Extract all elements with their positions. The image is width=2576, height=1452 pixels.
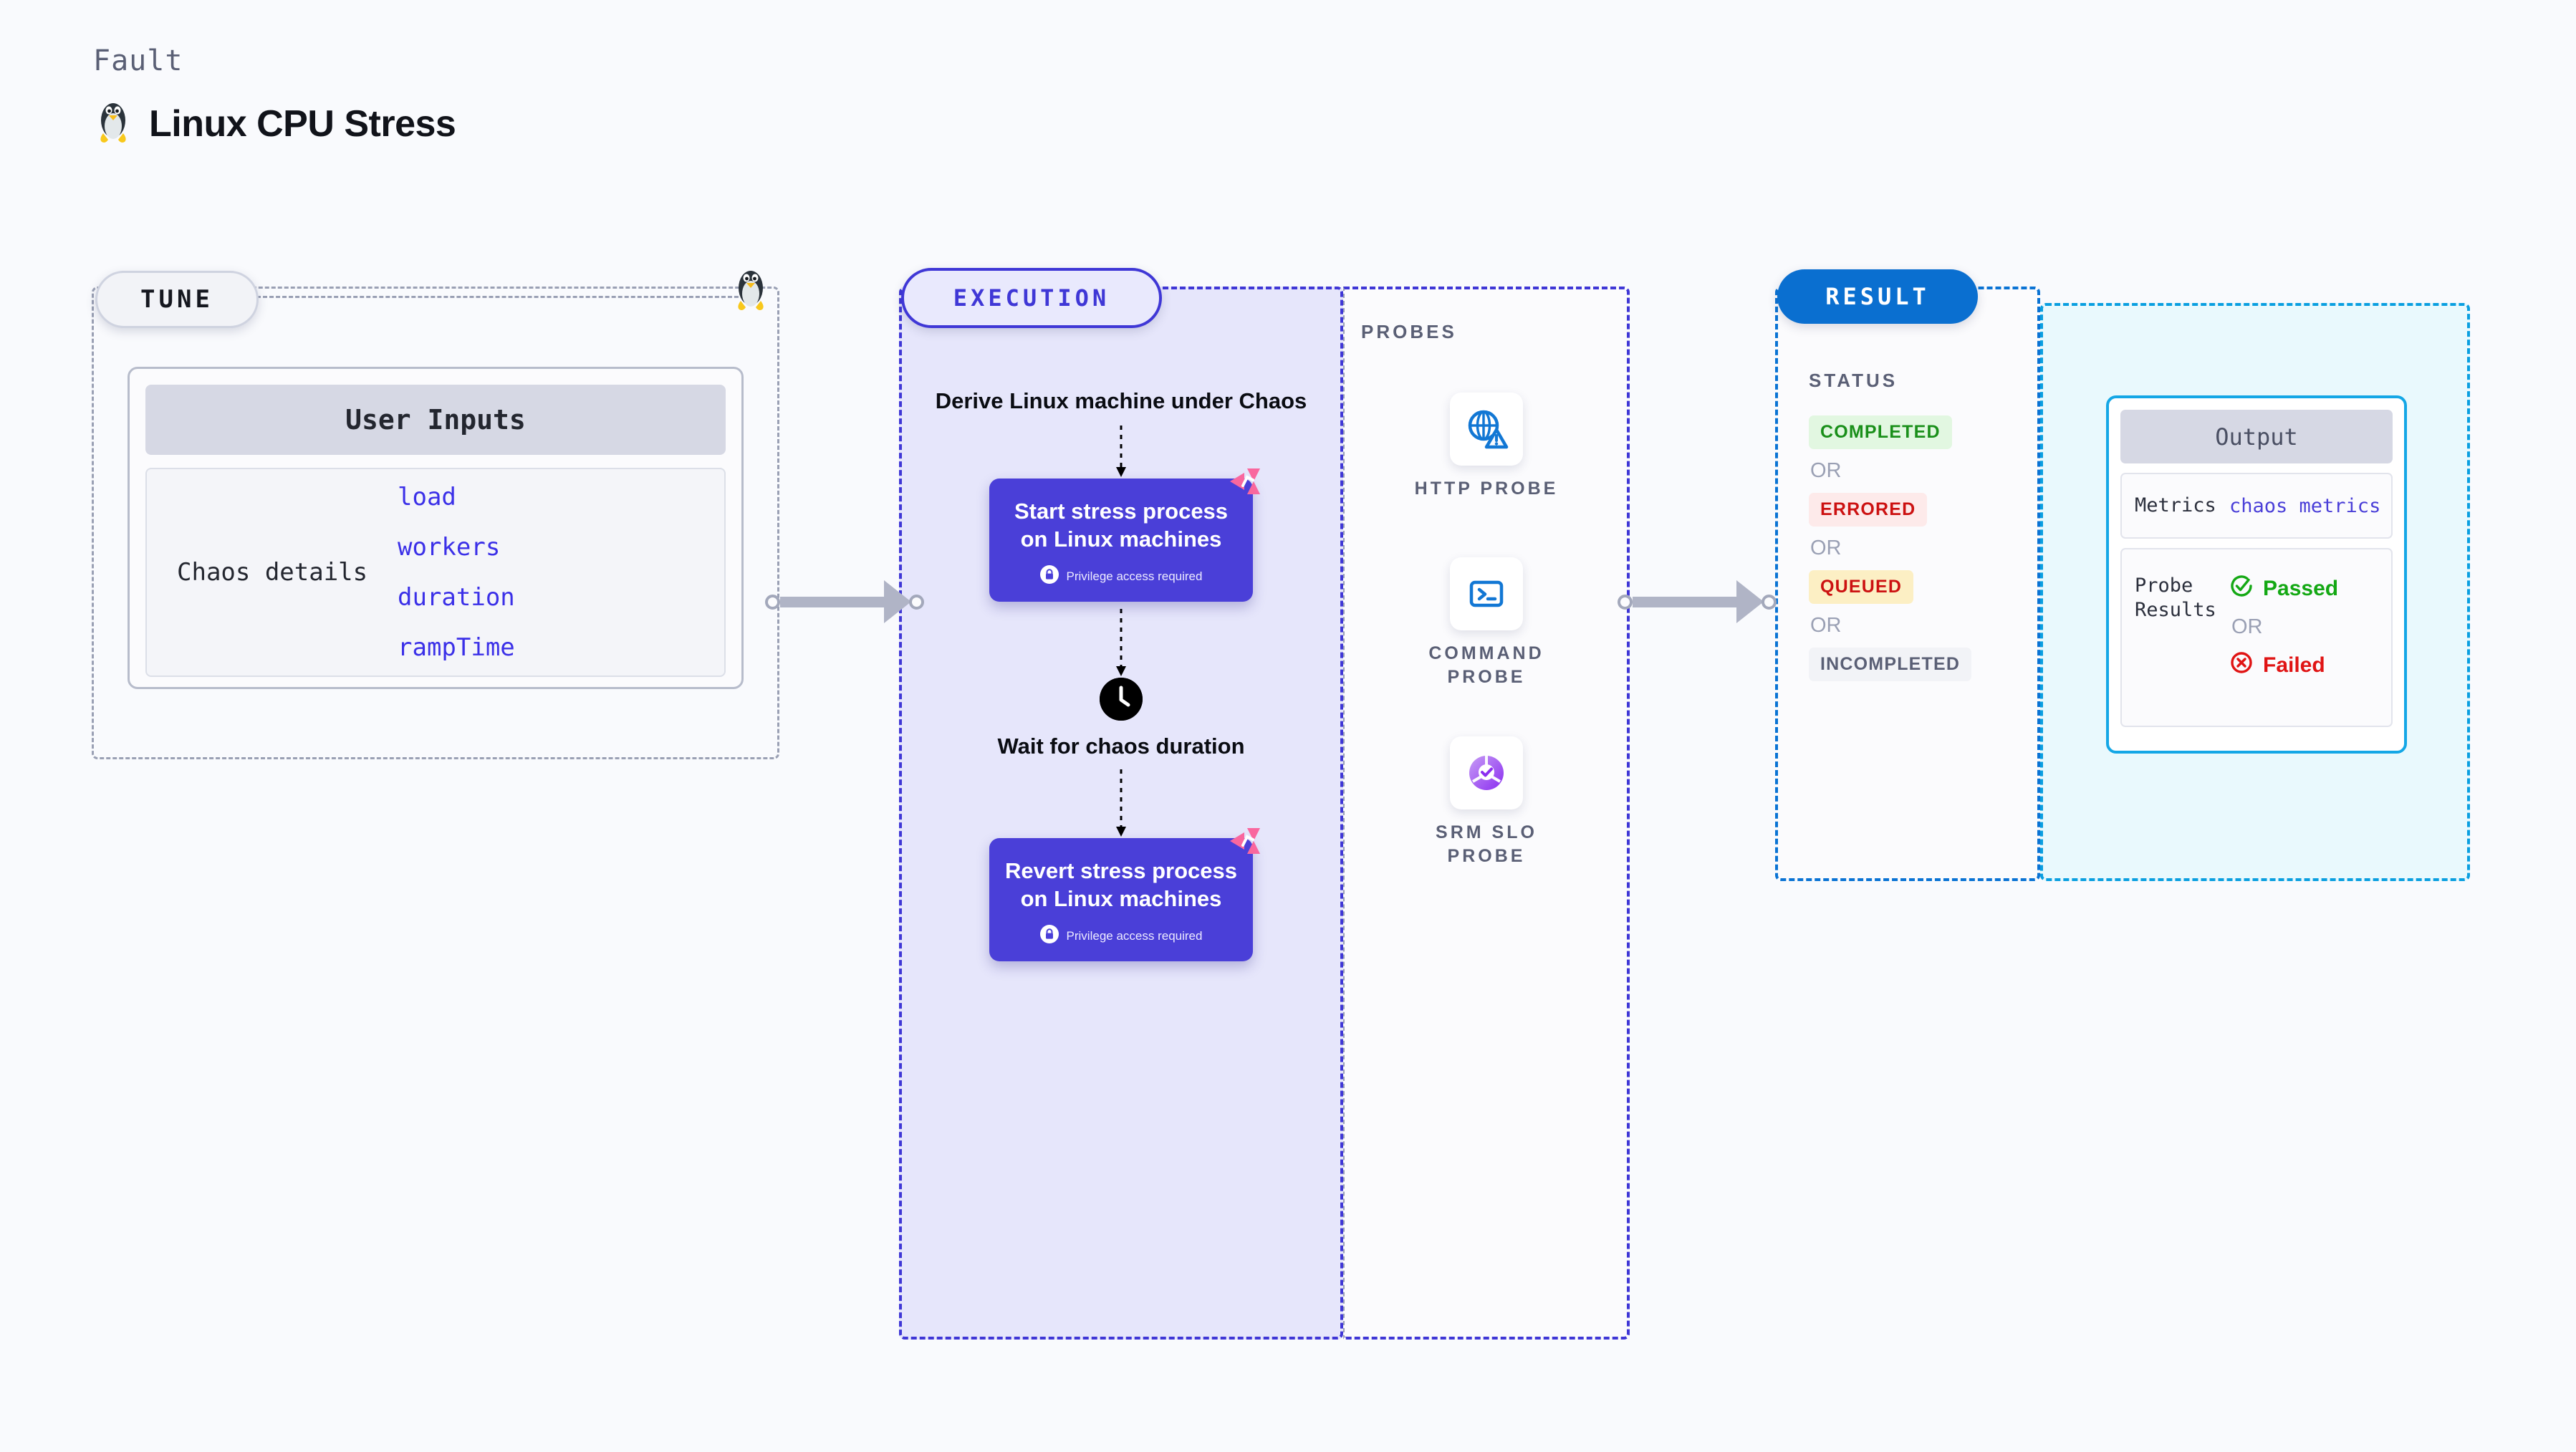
output-metrics-row: Metrics chaos metrics [2120,473,2393,539]
connector-arrowhead [1736,580,1764,623]
user-inputs-card: User Inputs Chaos details load workers d… [128,367,744,689]
flow-node-privilege-label: Privilege access required [1066,569,1203,583]
chaos-details-label: Chaos details [177,558,368,587]
tune-key-load[interactable]: load [398,483,456,511]
probe-results-values: Passed OR Failed [2229,574,2338,681]
status-or-1: OR [1810,459,1842,482]
probe-srm-slo-caption: SRM SLO PROBE [1436,822,1537,866]
tune-key-workers[interactable]: workers [398,533,501,562]
output-metrics-key: Metrics [2135,494,2216,517]
connector-execution-to-result [1618,580,1777,623]
execution-flow: Derive Linux machine under Chaos Start s… [899,287,1343,962]
terminal-icon [1450,557,1523,630]
flow-arrow-3 [899,769,1343,838]
status-badge-errored: ERRORED [1809,493,1928,527]
probes-label: PROBES [1361,321,1457,342]
page-title-row: Linux CPU Stress [93,99,456,148]
connector-dot-left [765,594,780,610]
chaos-details-keys: load workers duration rampTime [398,483,515,662]
connector-dot-left [1618,594,1633,610]
output-metrics-value[interactable]: chaos metrics [2229,494,2381,517]
linux-penguin-icon [731,266,771,316]
flow-node-revert-stress[interactable]: Revert stress process on Linux machines … [989,827,1260,962]
probe-command-caption: COMMAND PROBE [1428,643,1544,687]
status-list: COMPLETED OR ERRORED OR QUEUED OR INCOMP… [1809,415,1972,681]
probe-command[interactable]: COMMAND PROBE [1397,557,1576,688]
output-card-header: Output [2120,410,2393,463]
flow-node-start-stress[interactable]: Start stress process on Linux machines P… [989,468,1260,602]
probe-result-failed-label: Failed [2263,653,2325,677]
chaos-badge-icon [1226,822,1263,863]
connector-dot-right [909,594,924,610]
flow-node-privilege-label: Privilege access required [1066,928,1203,943]
connector-dot-right [1762,594,1777,610]
execution-pill-label: EXECUTION [953,284,1110,312]
tune-key-ramptime[interactable]: rampTime [398,633,515,662]
check-circle-icon [2229,574,2254,604]
connector-arrowhead [884,580,911,623]
tune-key-duration[interactable]: duration [398,583,515,612]
connector-bar [780,596,884,607]
user-inputs-header: User Inputs [145,385,726,455]
status-label: STATUS [1809,370,1898,391]
flow-step-wait: Wait for chaos duration [997,734,1245,759]
lock-icon [1039,565,1059,587]
tune-pill[interactable]: TUNE [95,271,259,328]
tune-pill-label: TUNE [140,285,213,314]
status-or-3: OR [1810,614,1842,637]
status-badge-incompleted: INCOMPLETED [1809,648,1972,681]
execution-pill[interactable]: EXECUTION [901,268,1162,328]
lock-icon [1039,925,1059,947]
flow-node-title: Revert stress process on Linux machines [1005,857,1237,912]
fault-kicker: Fault [93,44,183,77]
execution-panel [899,287,1343,1340]
x-circle-icon [2229,650,2254,681]
globe-warning-icon [1450,393,1523,466]
status-or-2: OR [1810,537,1842,559]
srm-slo-donut-icon [1450,736,1523,809]
probe-result-passed-label: Passed [2263,577,2339,600]
flow-node-title: Start stress process on Linux machines [1014,498,1229,552]
status-badge-completed: COMPLETED [1809,415,1952,449]
probe-http[interactable]: HTTP PROBE [1397,393,1576,501]
clock-icon [1100,678,1143,721]
chaos-badge-icon [1226,463,1263,504]
flow-node-privilege: Privilege access required [1002,925,1240,947]
flow-node-privilege: Privilege access required [1002,565,1240,587]
flow-step-derive: Derive Linux machine under Chaos [935,388,1307,413]
page-header: Fault Linux CPU Stress [93,44,456,148]
linux-penguin-icon [93,99,133,148]
probe-result-passed: Passed [2229,574,2338,604]
tune-dashed-connector [256,296,758,298]
result-pill[interactable]: RESULT [1777,269,1978,324]
probe-result-or: OR [2231,615,2263,638]
tune-panel [92,287,779,759]
connector-bar [1633,596,1736,607]
chaos-details-row: Chaos details load workers duration ramp… [145,468,726,677]
probe-http-caption: HTTP PROBE [1414,479,1559,499]
probe-result-failed: Failed [2229,650,2338,681]
probe-srm-slo[interactable]: SRM SLO PROBE [1397,736,1576,867]
status-badge-queued: QUEUED [1809,570,1914,604]
result-pill-label: RESULT [1825,283,1930,310]
flow-arrow-2 [899,609,1343,678]
flow-arrow-1 [899,425,1343,479]
page-title: Linux CPU Stress [149,102,456,145]
connector-tune-to-execution [765,580,924,623]
